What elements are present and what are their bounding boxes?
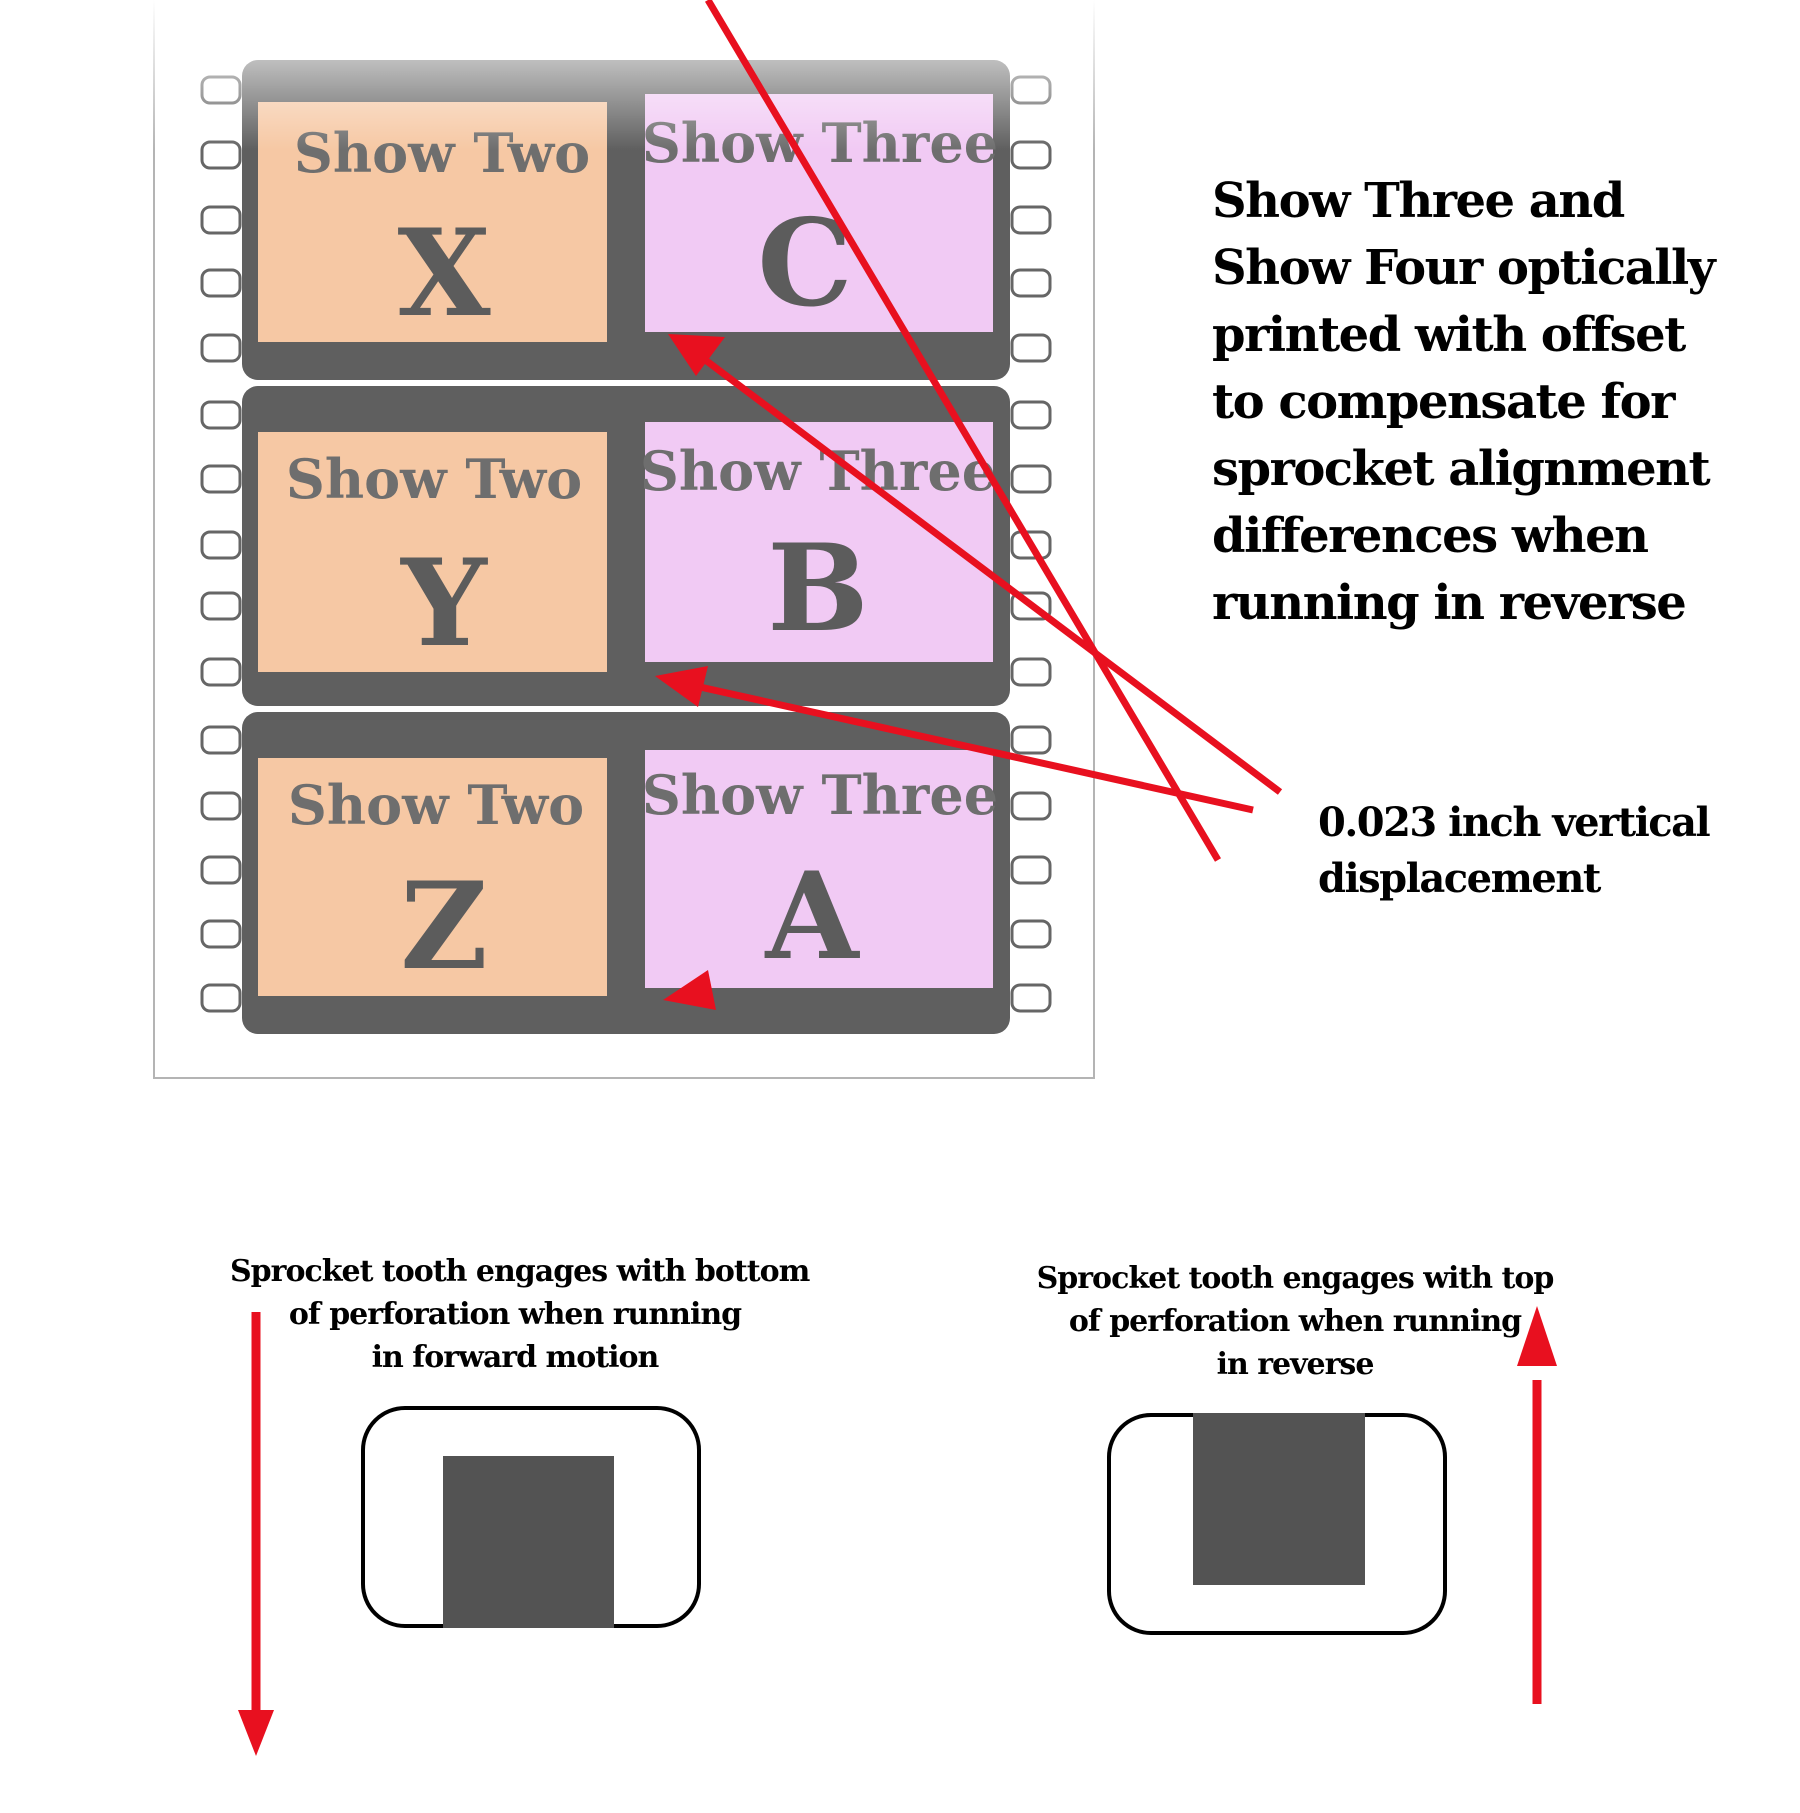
right-sprocket-hole [1010, 983, 1052, 1013]
top-fade [140, 0, 1100, 150]
left-sprocket-hole [200, 530, 242, 560]
arrowhead [655, 666, 708, 707]
right-sprocket-hole [1010, 333, 1052, 363]
left-sprocket-hole [200, 268, 242, 298]
right-sprocket-hole [1010, 791, 1052, 821]
film-frame: Show Two Z Show Three A [242, 712, 1010, 1034]
caption-line: in forward motion [371, 1340, 660, 1375]
film-frame: Show Two Y Show Three B [242, 386, 1010, 706]
frame-letter: A [764, 846, 860, 987]
heading-line: sprocket alignment [1212, 441, 1711, 497]
heading-line: printed with offset [1212, 307, 1686, 363]
frame-letter: B [767, 518, 868, 659]
up-arrowhead [1517, 1306, 1557, 1366]
left-sprocket-hole [200, 205, 242, 235]
show-two-cell [258, 432, 607, 672]
show-label: Show Three [640, 439, 996, 503]
arrow-to-frame-c [697, 353, 1283, 795]
heading-line: Show Three and [1212, 173, 1625, 229]
right-sprocket-hole [1010, 919, 1052, 949]
right-sprocket-hole [1010, 657, 1052, 687]
caption-line: Sprocket tooth engages with bottom [230, 1254, 810, 1289]
reverse-motion-caption: Sprocket tooth engages with top of perfo… [1025, 1257, 1565, 1386]
right-sprocket-hole [1010, 725, 1052, 755]
show-three-cell [645, 750, 993, 988]
left-sprocket-hole [200, 855, 242, 885]
left-sprocket-hole [200, 791, 242, 821]
caption-line: of perforation when running [288, 1297, 742, 1332]
arrow-to-frame-y [699, 683, 1254, 814]
heading-line: differences when [1212, 508, 1649, 564]
down-arrowhead [238, 1710, 274, 1756]
arrowhead [668, 334, 725, 376]
show-label: Show Two [286, 447, 582, 511]
forward-motion-caption: Sprocket tooth engages with bottom of pe… [230, 1250, 810, 1379]
show-label: Show Three [642, 763, 998, 827]
offset-explanation-heading: Show Three and Show Four optically print… [1212, 168, 1772, 637]
displacement-line: displacement [1318, 855, 1601, 902]
sprocket-tooth [1193, 1413, 1365, 1585]
displacement-label: 0.023 inch vertical displacement [1318, 795, 1711, 907]
heading-line: running in reverse [1212, 575, 1687, 631]
heading-line: to compensate for [1212, 374, 1675, 430]
left-sprocket-hole [200, 983, 242, 1013]
show-three-cell [645, 422, 993, 662]
right-sprocket-hole [1010, 268, 1052, 298]
forward-perforation-diagram [238, 1312, 701, 1756]
frame-letter: X [397, 203, 490, 344]
show-two-cell [258, 758, 607, 996]
frame-letter: Z [400, 856, 488, 997]
right-sprocket-hole [1010, 400, 1052, 430]
sprocket-tooth [443, 1456, 614, 1628]
film-frames: Show Two X Show Three C Show Two Y Show … [242, 60, 1010, 1034]
left-sprocket-hole [200, 591, 242, 621]
film-panel-outline [153, 0, 1095, 1079]
left-sprocket-hole [200, 464, 242, 494]
right-sprocket-hole [1010, 464, 1052, 494]
right-sprocket-hole [1010, 205, 1052, 235]
caption-line: of perforation when running [1068, 1304, 1522, 1339]
arrow-to-frame-z [704, 0, 1222, 862]
left-sprocket-hole [200, 919, 242, 949]
frame-letter: Y [399, 533, 488, 674]
caption-line: in reverse [1216, 1347, 1375, 1382]
reverse-perforation-diagram [1107, 1306, 1557, 1704]
heading-line: Show Four optically [1212, 240, 1716, 296]
left-sprocket-hole [200, 725, 242, 755]
displacement-line: 0.023 inch vertical [1318, 799, 1711, 846]
left-sprocket-hole [200, 333, 242, 363]
show-label: Show Two [288, 773, 584, 837]
displacement-arrows [655, 0, 1283, 1010]
right-sprocket-hole [1010, 855, 1052, 885]
left-sprocket-hole [200, 400, 242, 430]
caption-line: Sprocket tooth engages with top [1036, 1261, 1555, 1296]
arrowhead [663, 970, 716, 1010]
left-sprocket-hole [200, 657, 242, 687]
